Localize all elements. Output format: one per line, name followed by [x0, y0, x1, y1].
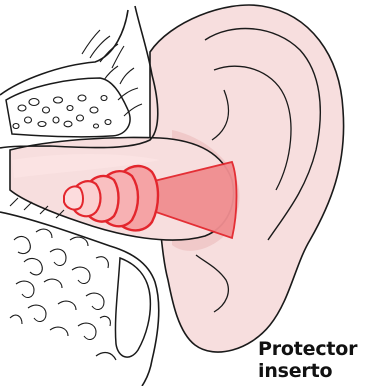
protector-caption: Protector inserto — [258, 338, 369, 382]
caption-line-2: inserto — [258, 360, 369, 382]
earplug-tip — [64, 186, 83, 209]
caption-line-1: Protector — [258, 338, 369, 360]
upper-bone — [0, 6, 158, 148]
